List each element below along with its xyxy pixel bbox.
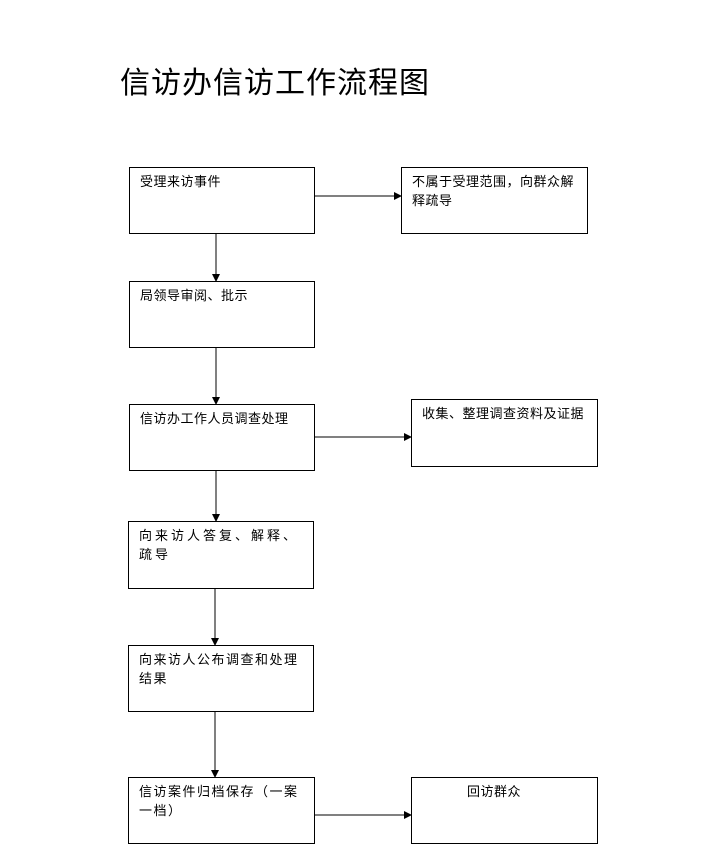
node-reply-visitor: 向来访人答复、解释、疏导 <box>128 521 314 589</box>
diagram-title: 信访办信访工作流程图 <box>120 66 430 101</box>
node-leader-review-label: 局领导审阅、批示 <box>140 289 249 304</box>
node-leader-review: 局领导审阅、批示 <box>129 281 315 348</box>
node-archive: 信访案件归档保存（一案一档） <box>128 777 315 844</box>
node-not-in-scope: 不属于受理范围，向群众解释疏导 <box>401 167 588 234</box>
node-staff-investigate-label: 信访办工作人员调查处理 <box>140 412 289 427</box>
node-reply-visitor-label: 向来访人答复、解释、疏导 <box>139 529 300 563</box>
node-publish-result: 向来访人公布调查和处理结果 <box>128 645 314 712</box>
node-staff-investigate: 信访办工作人员调查处理 <box>129 404 315 471</box>
node-return-visit-label: 回访群众 <box>467 785 522 800</box>
node-not-in-scope-label: 不属于受理范围，向群众解释疏导 <box>412 175 575 209</box>
node-receive-label: 受理来访事件 <box>140 175 222 190</box>
node-collect-evidence-label: 收集、整理调查资料及证据 <box>422 407 585 422</box>
node-return-visit: 回访群众 <box>411 777 598 844</box>
node-publish-result-label: 向来访人公布调查和处理结果 <box>139 653 299 687</box>
node-archive-label: 信访案件归档保存（一案一档） <box>139 785 299 819</box>
node-receive: 受理来访事件 <box>129 167 315 234</box>
node-collect-evidence: 收集、整理调查资料及证据 <box>411 399 598 467</box>
